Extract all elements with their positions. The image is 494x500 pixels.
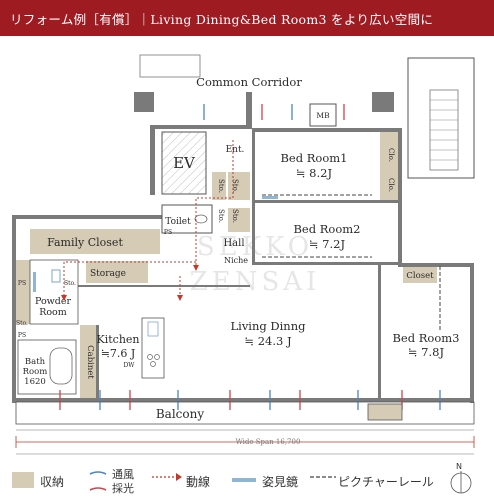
living-name: Living Dinng <box>231 319 307 333</box>
ps-label-b: PS <box>18 280 26 287</box>
powder-sink-icon <box>51 269 61 283</box>
powder-label-1: Powder <box>35 296 72 307</box>
kitchen-size: ≒7.6 J <box>101 347 136 360</box>
legend-daylight-label: 採光 <box>112 482 134 495</box>
closet-label-1a: Clo. <box>387 148 395 162</box>
cabinet-label: Cabinet <box>85 345 95 379</box>
ps-label-a: PS <box>18 332 26 339</box>
dw-label: DW <box>124 362 136 369</box>
picture-rails <box>262 194 441 330</box>
breeze-marks-top <box>203 104 345 120</box>
banner-title: リフォーム例［有償］｜Living Dining&Bed Room3 をより広い… <box>10 12 434 27</box>
toilet-room <box>161 204 213 234</box>
stair-steps <box>430 99 458 161</box>
flow-lines <box>61 140 234 301</box>
walls <box>12 92 474 403</box>
niche-label: Niche <box>224 256 248 265</box>
elevator-box <box>161 131 207 195</box>
sto-label-f: Sto. <box>64 280 76 287</box>
legend-flow-icon <box>150 471 184 486</box>
entrance-label: Ent. <box>226 145 245 155</box>
legend-breeze-icon <box>88 468 108 499</box>
kitchen-counter <box>141 317 165 379</box>
powder-label-2: Room <box>39 307 67 318</box>
bath-room <box>17 339 77 395</box>
ps-label-c: PS <box>164 229 172 236</box>
closet-label-1b: Clo. <box>387 178 395 192</box>
mb-box <box>309 103 337 127</box>
storage-label: Storage <box>90 269 126 279</box>
bedroom3-size: ≒ 7.8J <box>408 345 445 359</box>
watermark-bottom: ZENSAI <box>190 267 321 297</box>
north-compass-icon <box>448 466 474 499</box>
sto-label-b: Sto. <box>231 179 239 193</box>
bedroom1-name: Bed Room1 <box>280 151 347 165</box>
sto-label-a: Sto. <box>217 179 225 193</box>
legend-mirror-label: 姿見鏡 <box>262 475 299 489</box>
bedroom2-size: ≒ 7.2J <box>309 237 346 251</box>
stove-burner-icon-3 <box>150 361 156 367</box>
legend-rail-label: ピクチャーレール <box>338 475 434 489</box>
balcony-area <box>15 401 475 425</box>
legend-ventilation-label: 通風 <box>112 468 134 481</box>
sto-label-c: Sto. <box>217 209 225 223</box>
toilet-bowl-icon <box>194 214 208 224</box>
sto-label-d: Sto. <box>231 209 239 223</box>
family-closet-label: Family Closet <box>47 236 123 249</box>
bedroom1-size: ≒ 8.2J <box>296 166 333 180</box>
wide-span-label: Wide Span 16,700 <box>236 438 301 446</box>
bedroom3-name: Bed Room3 <box>392 331 459 345</box>
legend-storage-label: 収納 <box>40 475 65 489</box>
mb-label: MB <box>316 111 330 120</box>
breeze-marks-bottom <box>59 390 441 410</box>
stove-burner-icon-1 <box>147 354 153 360</box>
powder-room <box>29 259 79 325</box>
top-frame-left <box>139 54 201 78</box>
bath-label-2: Room <box>23 367 48 377</box>
sto-label-e: Sto. <box>16 320 28 327</box>
title-banner: リフォーム例［有償］｜Living Dining&Bed Room3 をより広い… <box>0 0 494 36</box>
legend: 収納 通風 採光 動線 姿見鏡 ピクチャーレール N <box>0 462 494 500</box>
toilet-label: Toilet <box>165 217 191 227</box>
corridor-label: Common Corridor <box>196 75 302 89</box>
legend-rail-icon <box>308 471 338 486</box>
balcony-label: Balcony <box>156 407 204 421</box>
elevator-label: EV <box>173 154 196 172</box>
living-size: ≒ 24.3 J <box>244 334 292 348</box>
legend-storage-swatch <box>12 472 34 488</box>
balcony-storage <box>367 403 403 421</box>
wide-span-dimension <box>15 429 475 455</box>
kitchen-name: Kitchen <box>97 333 140 346</box>
stove-burner-icon-2 <box>154 354 160 360</box>
bedroom2-name: Bed Room2 <box>293 222 360 236</box>
kitchen-sink-icon <box>147 321 159 337</box>
bath-label-3: 1620 <box>24 377 46 387</box>
bathtub-icon <box>49 347 73 385</box>
bedroom3-closet-label: Closet <box>406 271 434 281</box>
mirrors <box>33 196 278 292</box>
legend-flow-label: 動線 <box>186 475 211 489</box>
legend-mirror-swatch <box>232 478 256 482</box>
bath-label-1: Bath <box>25 357 46 367</box>
hall-label: Hall <box>223 238 244 249</box>
north-label: N <box>456 462 462 471</box>
storage-areas <box>16 132 437 398</box>
stair-frame <box>407 57 475 179</box>
floor-plan: SEKKO ZENSAI Common Corridor <box>12 54 475 455</box>
